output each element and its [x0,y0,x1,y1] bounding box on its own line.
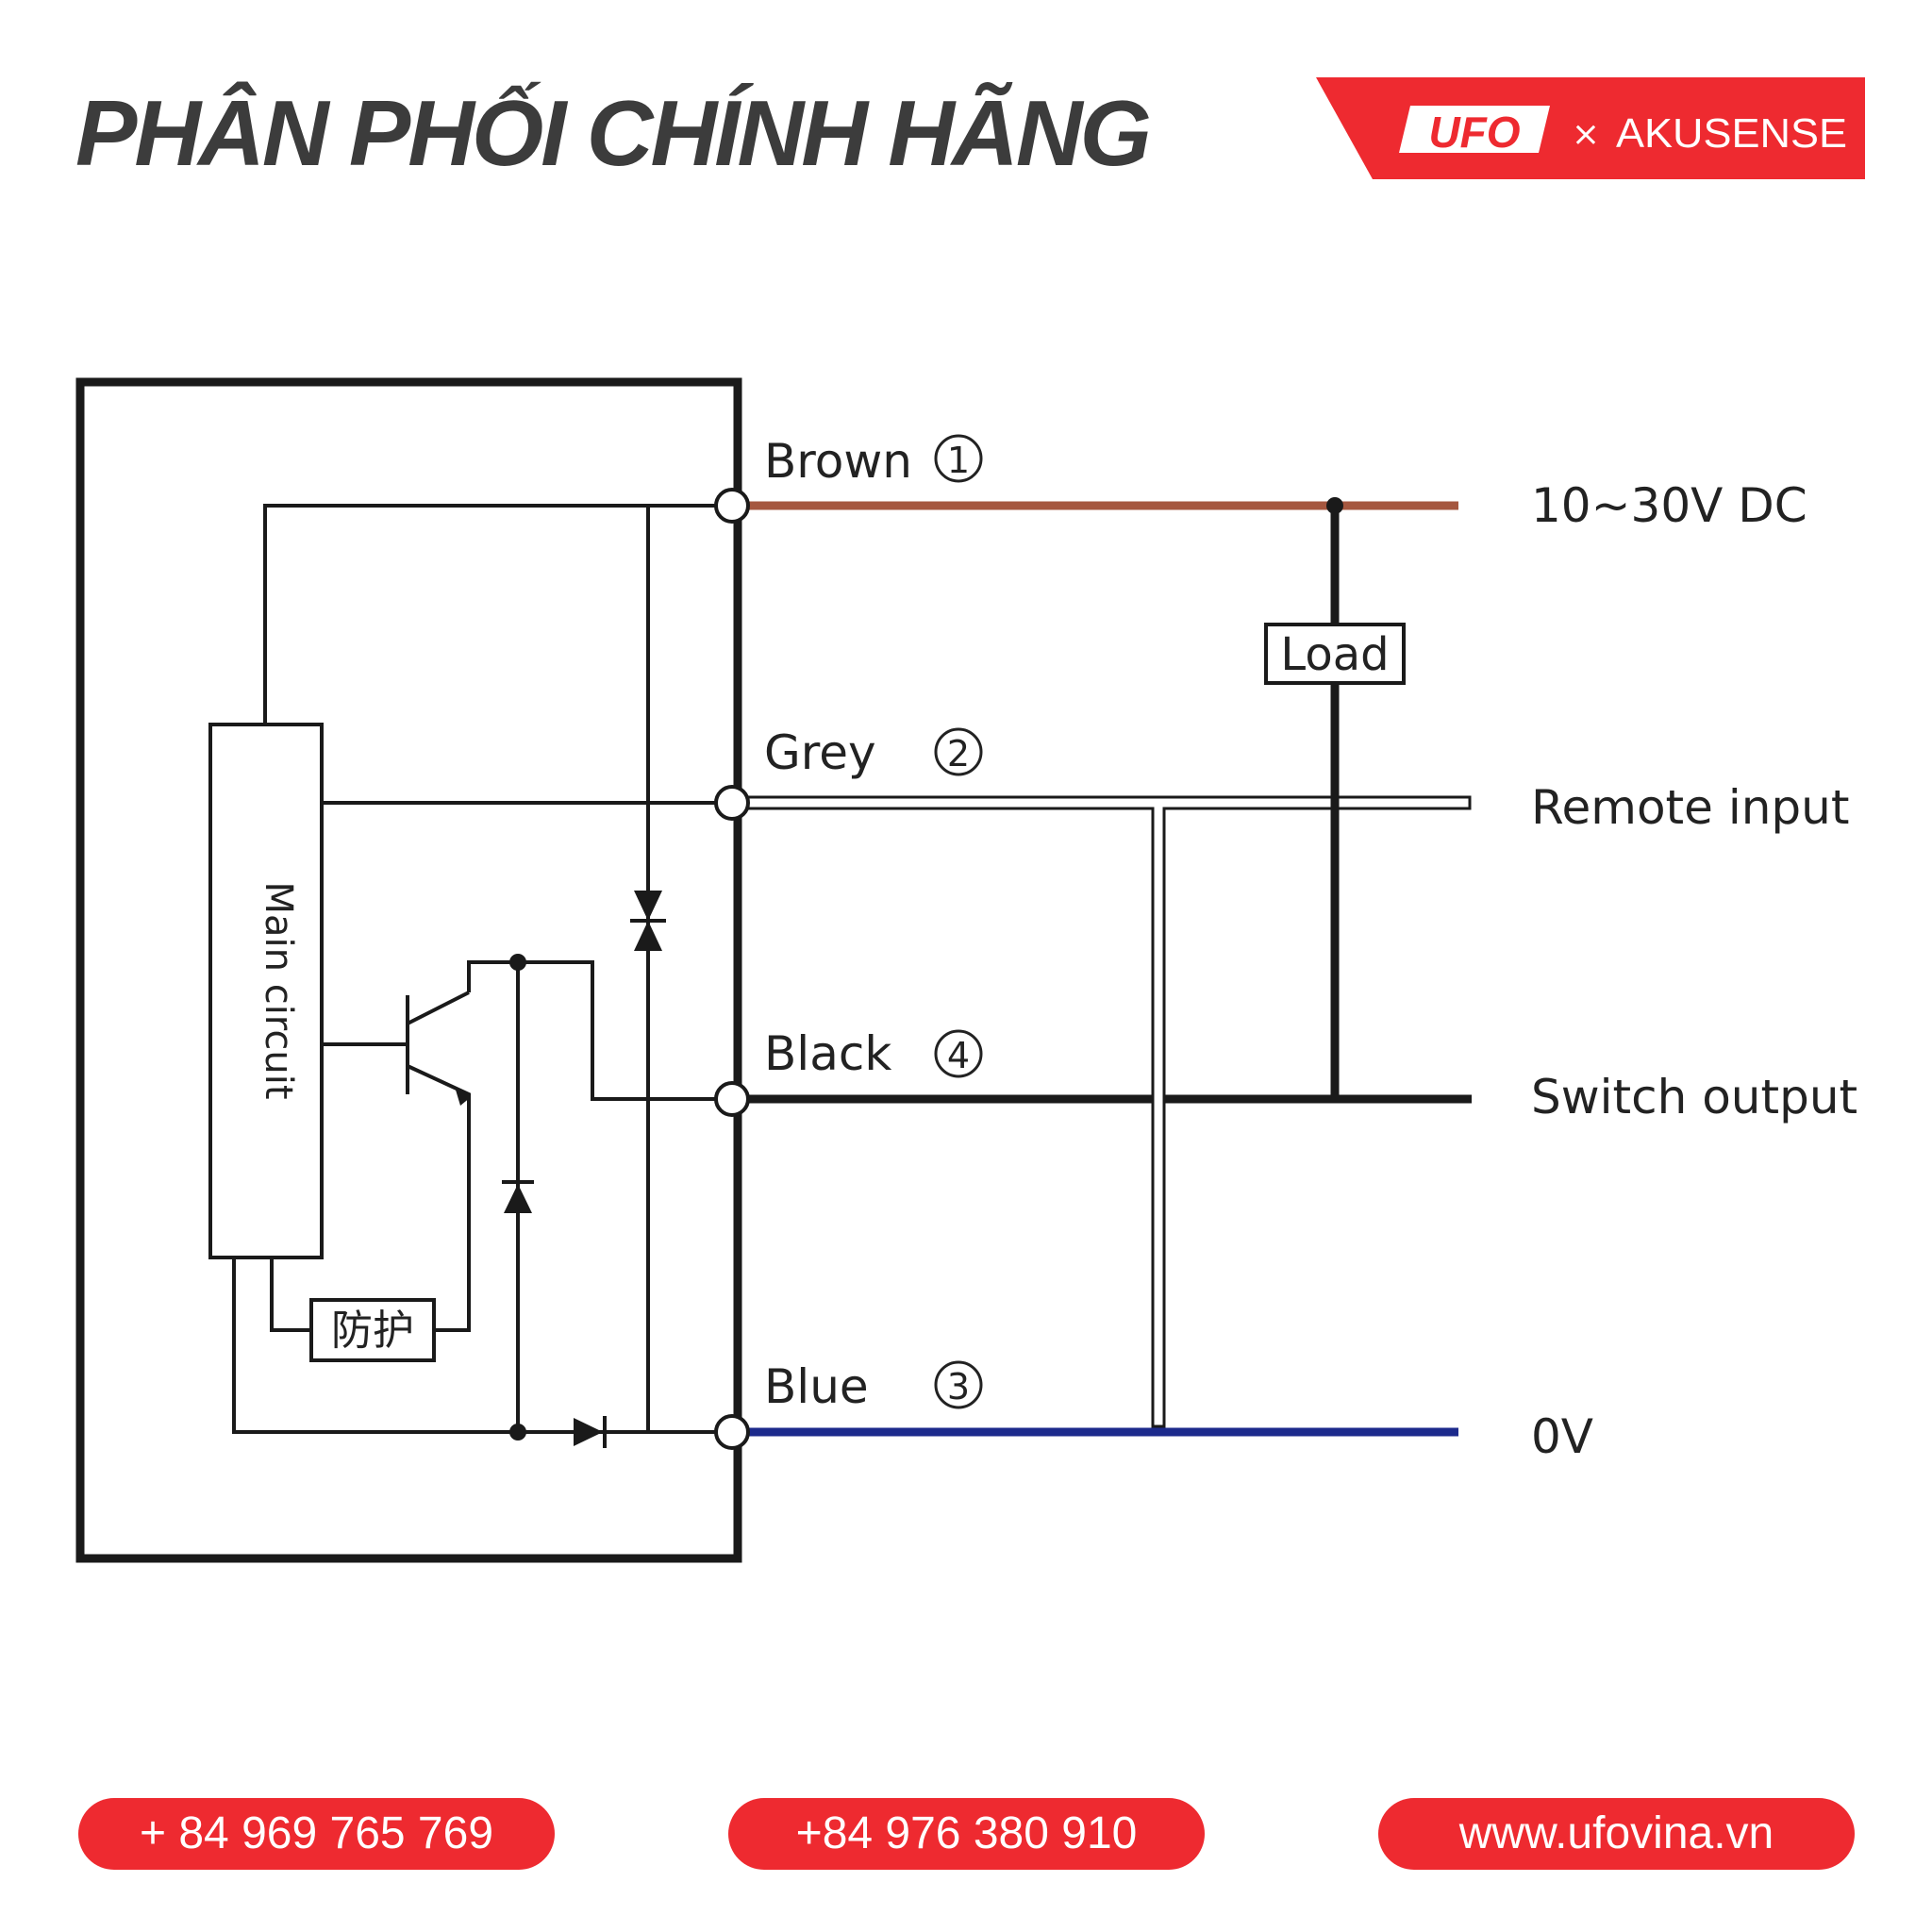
function-label-supply: 10~30V DC [1531,478,1807,533]
sensor-housing [75,377,742,1563]
output-trace [467,960,732,1101]
protection-label: 防护 [331,1307,414,1355]
banner-background [1316,77,1865,179]
main-circuit-box [208,723,324,1259]
page-headline: PHÂN PHỐI CHÍNH HÃNG [75,81,1152,185]
protection-box [309,1298,436,1362]
pin-badge-brown: 1 [934,434,983,483]
reverse-diode-triangle [574,1418,603,1446]
ufo-logo-plate [1399,106,1550,153]
junction-dot [509,954,526,971]
function-label-switch-output: Switch output [1531,1070,1857,1124]
ground-trace [232,1257,732,1434]
pin-number-grey: 2 [947,733,970,774]
internal-circuit [232,504,732,1434]
main-circuit-label: Main circuit [257,881,300,1099]
phone-contact-button-2[interactable]: +84 976 380 910 [728,1798,1205,1870]
brand-separator: × [1572,115,1600,154]
ufo-logo-text: UFO [1428,108,1520,157]
freewheel-diode [502,1180,534,1213]
zener-diode [630,891,666,951]
ufo-logo: UFO [1399,106,1550,157]
emitter-trace [407,1064,471,1332]
pin-number-black: 4 [947,1035,970,1076]
function-label-ground: 0V [1531,1409,1593,1464]
function-label-remote-input: Remote input [1531,780,1849,835]
terminal-grey [714,785,750,821]
wire-label-brown: Brown [764,434,912,489]
partner-brand-name: AKUSENSE [1616,110,1847,157]
brand-banner: UFO × AKUSENSE [1316,77,1865,179]
terminal-black [714,1081,750,1117]
freewheel-diode-triangle [504,1184,532,1213]
pin-number-brown: 1 [947,440,970,481]
terminal-brown [714,488,750,524]
zener-diode-lower [634,921,662,951]
pin-badge-black: 4 [934,1029,983,1078]
grey-wire [746,795,1472,1428]
pin-badge-grey: 2 [934,727,983,776]
load-box [1264,623,1406,685]
emitter-arrow [455,1087,471,1106]
junction-dot [1326,497,1343,514]
wire-label-grey: Grey [764,725,876,780]
pin-number-blue: 3 [947,1366,970,1407]
pin-badge-blue: 3 [934,1360,983,1409]
website-link-button[interactable]: www.ufovina.vn [1378,1798,1855,1870]
brand-banner-graphic: UFO × AKUSENSE [1316,77,1865,179]
zener-diode-upper [634,891,662,921]
protection-trace [270,1257,311,1332]
transistor-collector [407,991,470,1025]
wire-label-black: Black [764,1026,891,1081]
load-label: Load [1280,628,1389,681]
wire-label-blue: Blue [764,1359,869,1414]
phone-contact-button-1[interactable]: + 84 969 765 769 [78,1798,555,1870]
supply-trace [263,504,732,724]
junction-dot [509,1424,526,1441]
terminal-blue [714,1414,750,1450]
reverse-protection-diode [574,1416,607,1448]
